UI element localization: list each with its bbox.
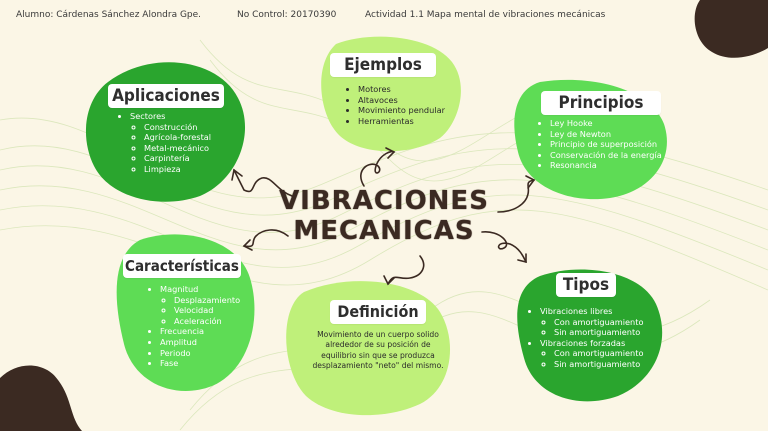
list-item: Carpintería — [144, 153, 211, 164]
list-item: Ley de Newton — [550, 129, 662, 140]
caracteristicas-title: Características — [123, 254, 241, 278]
list-item: Motores — [358, 84, 445, 95]
list-item: Amplitud — [160, 337, 240, 348]
list-item: Periodo — [160, 348, 240, 359]
list-item: Sin amortiguamiento — [554, 359, 643, 370]
caracteristicas-list: Magnitud Desplazamiento Velocidad Aceler… — [148, 284, 240, 369]
arrow-to-ejemplos — [360, 150, 395, 187]
central-title-line1: VIBRACIONES — [279, 186, 489, 216]
list-item: Magnitud Desplazamiento Velocidad Aceler… — [160, 284, 240, 326]
list-item: Sin amortiguamiento — [554, 327, 643, 338]
connector-arrows — [231, 147, 536, 286]
list-item: Principio de superposición — [550, 139, 662, 150]
sublist: Con amortiguamiento Sin amortiguamiento — [540, 317, 643, 338]
list-item: Construcción — [144, 122, 211, 133]
list-item: Frecuencia — [160, 326, 240, 337]
list-item: Con amortiguamiento — [554, 348, 643, 359]
arrowhead-ejemplos — [385, 147, 396, 159]
arrowhead-aplicaciones — [231, 168, 243, 181]
arrowhead-caracteristicas — [242, 239, 253, 251]
definicion-text: Movimiento de un cuerpo solido alrededor… — [312, 330, 444, 371]
list-item: Vibraciones forzadas Con amortiguamiento… — [540, 338, 643, 370]
ejemplos-title: Ejemplos — [330, 53, 436, 77]
list-item: Vibraciones libres Con amortiguamiento S… — [540, 306, 643, 338]
sublist: Con amortiguamiento Sin amortiguamiento — [540, 348, 643, 369]
control-number: No Control: 20170390 — [237, 10, 337, 20]
list-item: Limpieza — [144, 164, 211, 175]
arrow-to-aplicaciones — [233, 169, 293, 197]
tipos-title: Tipos — [556, 273, 616, 297]
list-item: Movimiento pendular — [358, 105, 445, 116]
aplicaciones-title: Aplicaciones — [108, 84, 224, 108]
central-title: VIBRACIONES MECANICAS — [268, 186, 500, 246]
sublist: Construcción Agrícola-forestal Metal-mec… — [130, 122, 211, 175]
aplicaciones-list: Sectores Construcción Agrícola-forestal … — [118, 111, 211, 175]
arrowhead-principios — [525, 175, 536, 189]
list-item: Ley Hooke — [550, 118, 662, 129]
arrow-to-principios — [497, 179, 535, 213]
list-item: Conservación de la energía — [550, 150, 662, 161]
arrow-to-tipos — [481, 231, 527, 263]
list-item: Metal-mecánico — [144, 143, 211, 154]
arrow-to-caracteristicas — [243, 229, 289, 248]
list-item: Con amortiguamiento — [554, 317, 643, 328]
arrowhead-tipos — [517, 253, 527, 264]
list-item: Desplazamiento — [174, 295, 240, 306]
list-item: Velocidad — [174, 305, 240, 316]
list-item: Herramientas — [358, 116, 445, 127]
list-item: Altavoces — [358, 95, 445, 106]
definicion-title: Definición — [330, 300, 426, 324]
brown-corner-bottom-left — [0, 365, 82, 431]
list-item: Aceleración — [174, 316, 240, 327]
ejemplos-list: Motores Altavoces Movimiento pendular He… — [346, 84, 445, 126]
blob-tipos — [517, 269, 663, 402]
principios-title: Principios — [541, 91, 661, 115]
list-item: Agrícola-forestal — [144, 132, 211, 143]
tipos-list: Vibraciones libres Con amortiguamiento S… — [528, 306, 643, 370]
arrowhead-definicion — [383, 275, 395, 286]
list-item: Fase — [160, 358, 240, 369]
central-title-line2: MECANICAS — [293, 216, 475, 246]
sublist: Desplazamiento Velocidad Aceleración — [160, 295, 240, 327]
brown-corner-top-right — [694, 0, 768, 58]
student-name: Alumno: Cárdenas Sánchez Alondra Gpe. — [16, 10, 202, 20]
arrow-to-definicion — [387, 255, 425, 285]
activity-title: Actividad 1.1 Mapa mental de vibraciones… — [365, 10, 606, 20]
list-item: Sectores Construcción Agrícola-forestal … — [130, 111, 211, 175]
list-item: Resonancia — [550, 160, 662, 171]
principios-list: Ley Hooke Ley de Newton Principio de sup… — [538, 118, 662, 171]
